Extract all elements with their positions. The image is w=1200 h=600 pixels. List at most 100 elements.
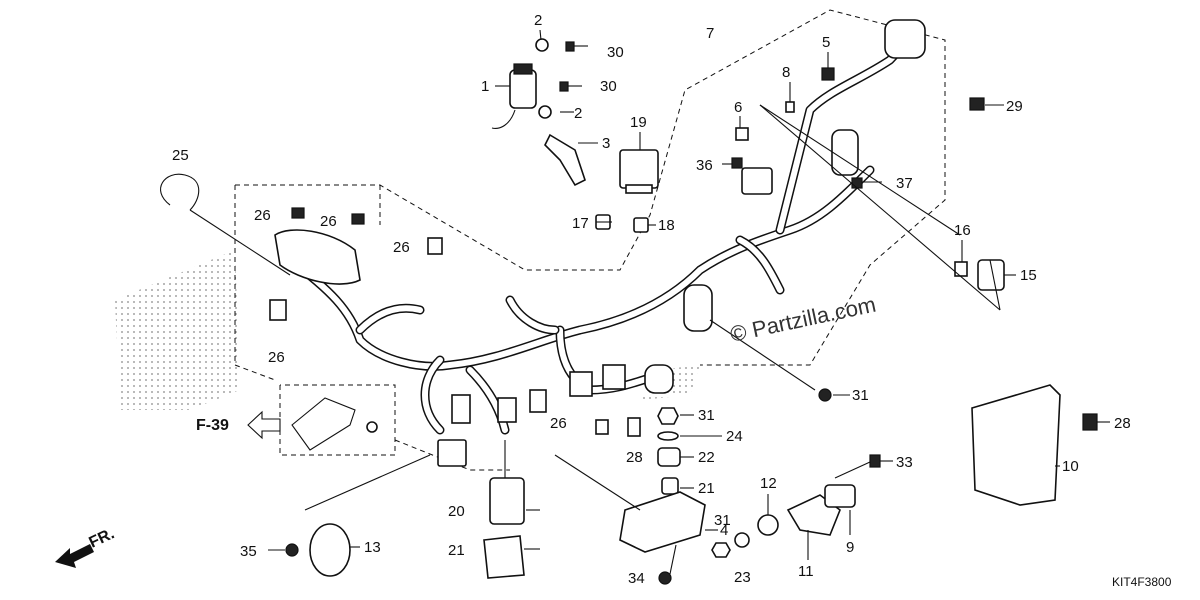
- callout-17: 19: [630, 114, 647, 131]
- connector: [451, 394, 471, 424]
- control-unit: [619, 491, 706, 553]
- reference-f39: F-39: [196, 410, 281, 440]
- front-label: FR.: [87, 525, 118, 551]
- callout-21: 22: [698, 449, 715, 466]
- callout-24: 25: [172, 147, 189, 164]
- main-wire-harness: [285, 25, 910, 435]
- fuse: [785, 101, 795, 113]
- callout-8: 8: [782, 64, 790, 81]
- clip: [627, 417, 641, 437]
- rubber-mount: [657, 447, 681, 467]
- callout-15: 16: [954, 222, 971, 239]
- bolt: [658, 544, 677, 585]
- callout-5: 5: [822, 34, 830, 51]
- callout-2: 2: [534, 12, 542, 29]
- nut: [657, 407, 679, 425]
- spark-plug-cap: [544, 133, 586, 187]
- clip: [851, 177, 863, 189]
- clip: [595, 419, 609, 435]
- watermark: © Partzilla.com: [728, 292, 878, 347]
- clip: [821, 67, 835, 81]
- callout-25: 26: [254, 207, 271, 224]
- noise-filter: [644, 364, 674, 394]
- washer: [535, 38, 549, 52]
- washer: [538, 105, 552, 119]
- clip: [269, 299, 287, 321]
- bolt: [366, 421, 378, 433]
- clip: [351, 213, 365, 225]
- connector: [569, 371, 593, 397]
- callout-26: 26: [268, 349, 285, 366]
- callout-12: 12: [760, 475, 777, 492]
- parts: [160, 19, 1098, 585]
- grommet: [757, 514, 779, 536]
- washer: [734, 532, 750, 548]
- callout-16: 17: [572, 215, 589, 232]
- reference-label: F-39: [196, 417, 229, 434]
- callout-23: 24: [726, 428, 743, 445]
- callout-labels: 2 30 1 30 2 3 19 17 18 7 5 8 6 36 37 29 …: [172, 12, 1131, 587]
- callout-3: 3: [602, 135, 610, 152]
- callout-18: 20: [448, 503, 465, 520]
- callout-34: 34: [628, 570, 645, 587]
- fuse-box: [741, 167, 773, 195]
- callout-27: 28: [626, 449, 643, 466]
- callout-31: 31: [698, 407, 715, 424]
- bolt: [559, 81, 582, 92]
- callout-35: 35: [240, 543, 257, 560]
- ignition-coil: [491, 63, 537, 129]
- callout-9: 9: [846, 539, 854, 556]
- relay: [619, 149, 659, 194]
- noise-filter: [884, 19, 926, 59]
- relay: [824, 484, 856, 508]
- washer: [657, 431, 679, 441]
- clip: [291, 207, 305, 219]
- callout-1: 1: [481, 78, 489, 95]
- callout-28: 28: [1114, 415, 1131, 432]
- bolt: [285, 543, 299, 557]
- callout-19: 21: [448, 542, 465, 559]
- callout-29: 29: [1006, 98, 1023, 115]
- connector: [602, 364, 626, 390]
- nut: [711, 542, 731, 558]
- clip: [969, 97, 985, 111]
- bolt: [565, 41, 588, 52]
- band: [160, 173, 200, 211]
- callout-37: 37: [896, 175, 913, 192]
- watermark-text: © Partzilla.com: [728, 292, 878, 347]
- callout-2: 2: [574, 105, 582, 122]
- cover: [954, 261, 968, 277]
- fuse: [735, 127, 749, 141]
- connector: [497, 397, 517, 423]
- connector-bracket: [274, 229, 361, 285]
- callout-22: 23: [734, 569, 751, 586]
- callout-20: 21: [698, 480, 715, 497]
- callout-10: 10: [1062, 458, 1079, 475]
- diagram-code: KIT4F3800: [1112, 575, 1172, 589]
- callout-16: 18: [658, 217, 675, 234]
- noise-filter: [831, 129, 859, 176]
- bolt: [818, 388, 832, 402]
- callout-32: 31: [852, 387, 869, 404]
- connector: [437, 439, 467, 467]
- clip: [1082, 413, 1098, 431]
- callout-26: 26: [550, 415, 567, 432]
- callout-30: 30: [607, 44, 624, 61]
- clip: [731, 157, 743, 169]
- callout-30: 30: [600, 78, 617, 95]
- callout-26: 26: [320, 213, 337, 230]
- connector-block: [489, 477, 525, 525]
- bracket: [291, 397, 356, 451]
- collar: [661, 477, 679, 495]
- arrow-left-icon: [247, 410, 281, 440]
- callout-33: 33: [896, 454, 913, 471]
- connector-cover: [483, 535, 525, 579]
- horn: [309, 523, 351, 577]
- callout-13: 13: [364, 539, 381, 556]
- arrow-front-icon: [55, 544, 94, 568]
- side-cover: [971, 384, 1061, 506]
- clip: [427, 237, 443, 255]
- callout-6: 6: [734, 99, 742, 116]
- callout-4: 4: [720, 522, 728, 539]
